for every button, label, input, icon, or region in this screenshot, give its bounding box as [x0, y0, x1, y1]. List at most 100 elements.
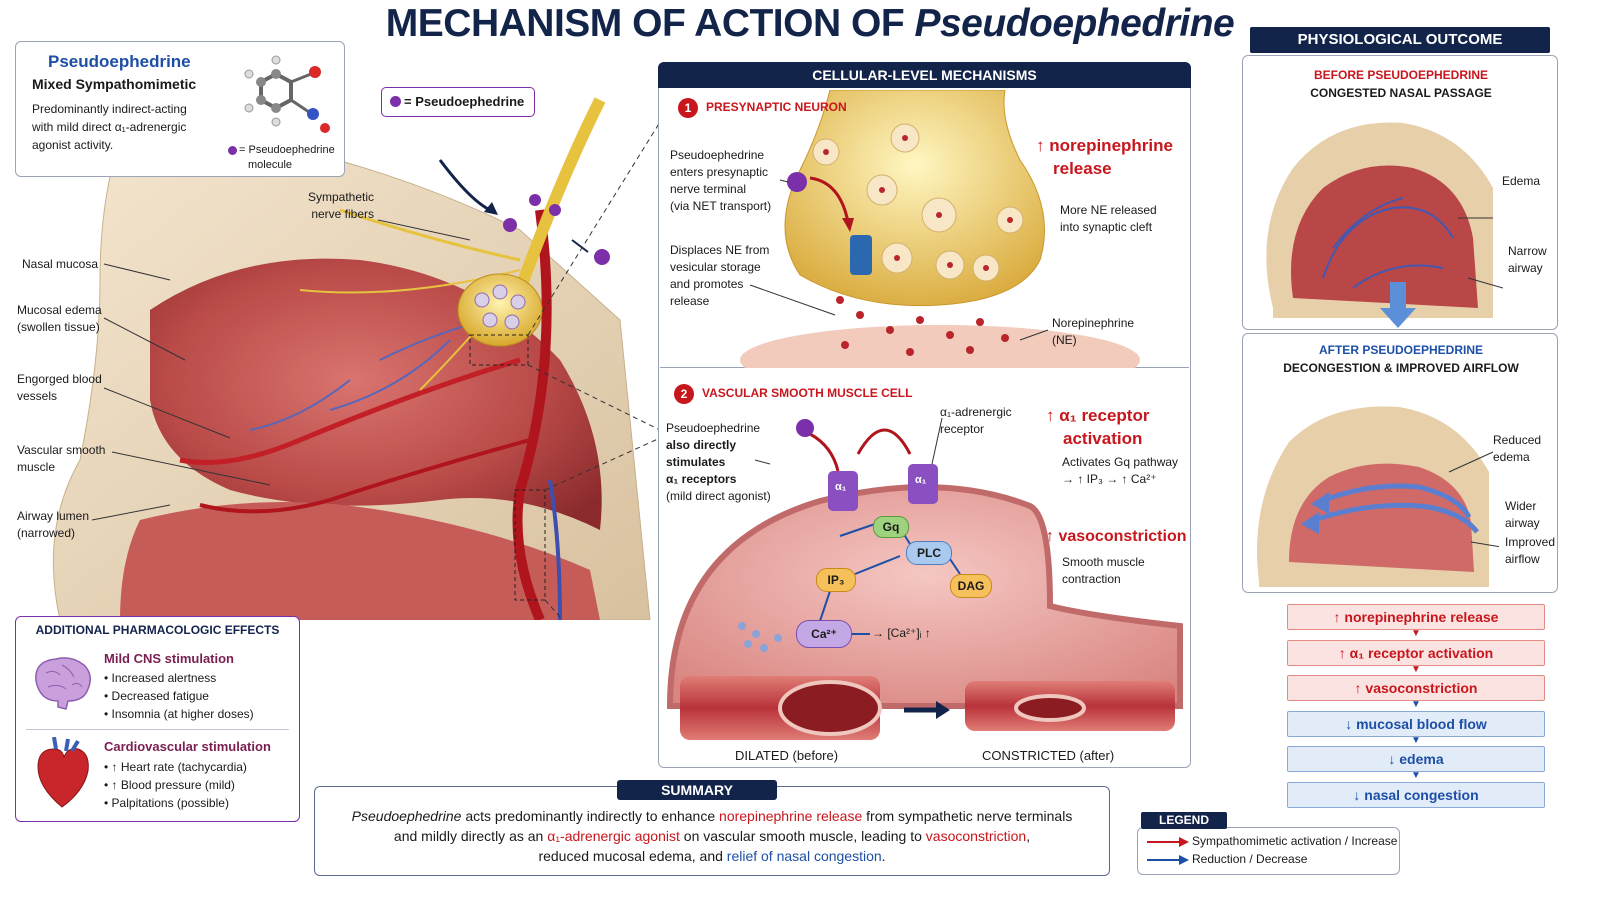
flow-arrow-icon: ▼	[1411, 663, 1421, 675]
pseudoephedrine-chip: = Pseudoephedrine	[381, 87, 535, 117]
ca-out-label: → [Ca²⁺]ᵢ ↑	[872, 626, 931, 640]
drug-desc-1: Predominantly indirect-acting	[32, 102, 187, 116]
flow-step: ↓ mucosal blood flow	[1287, 710, 1545, 737]
vasoconstriction-effect: ↑ vasoconstriction	[1046, 528, 1187, 545]
arrow-up-icon: ↑	[1046, 406, 1060, 425]
cns-title: Mild CNS stimulation	[104, 651, 234, 666]
legend-down-label: Reduction / Decrease	[1192, 852, 1308, 866]
dilated-label: DILATED (before)	[735, 748, 839, 763]
flow-step: ↓ nasal congestion	[1287, 781, 1545, 808]
ne-release-effect: ↑ norepinephrine release	[1036, 136, 1173, 178]
brain-icon	[35, 657, 91, 710]
drug-desc-3: agonist activity.	[32, 138, 114, 152]
legend-header: LEGEND	[1141, 812, 1227, 829]
receptor-b-label: α₁	[915, 474, 927, 486]
nasal-anatomy-illustration	[52, 97, 660, 620]
node-gq: Gq	[873, 516, 909, 538]
node-ca: Ca²⁺	[796, 620, 852, 648]
page-title-drug: Pseudoephedrine	[914, 2, 1235, 45]
receptor-a-label: α₁	[835, 481, 847, 493]
cv-title: Cardiovascular stimulation	[104, 739, 271, 754]
page-title: MECHANISM OF ACTION OF Pseudoephedrine	[330, 2, 1290, 46]
legend-blue-arrow-icon	[1147, 855, 1189, 865]
cellular-header: CELLULAR-LEVEL MECHANISMS	[658, 62, 1191, 88]
molecule-key-2: molecule	[248, 159, 293, 171]
step-2-badge: 2	[674, 384, 694, 404]
node-plc: PLC	[906, 541, 952, 565]
node-ip3: IP₃	[816, 568, 856, 592]
flow-arrow-icon: ▼	[1411, 699, 1421, 710]
node-dag: DAG	[950, 574, 992, 598]
after-sub: DECONGESTION & IMPROVED AIRFLOW	[1283, 361, 1519, 375]
outcome-header: PHYSIOLOGICAL OUTCOME	[1250, 27, 1550, 53]
flow-step: ↑ norepinephrine release	[1287, 604, 1545, 630]
ne-label: Norepinephrine(NE)	[1052, 316, 1135, 347]
chip-label: = Pseudoephedrine	[404, 94, 525, 109]
arrow-up-icon: ↑	[1046, 528, 1059, 545]
label-nasal-mucosa: Nasal mucosa	[22, 257, 99, 271]
molecule-dot-icon	[390, 96, 401, 107]
cns-list: • Increased alertness • Decreased fatigu…	[104, 669, 254, 723]
drug-class: Mixed Sympathomimetic	[32, 76, 197, 92]
summary-header: SUMMARY	[617, 780, 777, 800]
flow-arrow-icon: ▼	[1411, 734, 1421, 746]
flow-arrow-icon: ▼	[1411, 770, 1421, 781]
molecule-key: = Pseudoephedrine	[239, 144, 335, 156]
edema-label: Edema	[1502, 174, 1541, 188]
gq-pathway-text: Activates Gq pathway→ ↑ IP₃ → ↑ Ca²⁺	[1062, 455, 1179, 486]
flow-step: ↓ edema	[1287, 746, 1545, 772]
down-arrow-icon	[1380, 282, 1416, 328]
flow-arrow-icon: ▼	[1411, 628, 1421, 639]
after-title: AFTER PSEUDOEPHEDRINE	[1318, 343, 1484, 357]
legend-up-label: Sympathomimetic activation / Increase	[1192, 834, 1398, 848]
molecule-structure-icon	[244, 55, 330, 133]
vsm-section: 2 VASCULAR SMOOTH MUSCLE CELL Pseudoephe…	[660, 376, 1189, 766]
step-1-badge: 1	[678, 98, 698, 118]
list-item: • Insomnia (at higher doses)	[104, 707, 254, 721]
before-sub: CONGESTED NASAL PASSAGE	[1310, 86, 1492, 100]
before-title: BEFORE PSEUDOEPHEDRINE	[1313, 68, 1489, 82]
alpha-activation-effect: ↑ α₁ receptor activation	[1046, 406, 1150, 448]
drug-name: Pseudoephedrine	[48, 52, 191, 71]
additional-effects-panel: ADDITIONAL PHARMACOLOGIC EFFECTS Mild CN…	[15, 616, 300, 822]
presynaptic-illustration	[740, 90, 1140, 368]
list-item: • Decreased fatigue	[104, 689, 209, 703]
list-item: • ↑ Heart rate (tachycardia)	[104, 760, 247, 774]
after-nose-illustration	[1257, 406, 1499, 587]
list-item: • Palpitations (possible)	[104, 796, 229, 810]
label-airway-lumen: Airway lumen(narrowed)	[17, 509, 90, 540]
arrow-up-icon: ↑	[1036, 136, 1050, 155]
vsm-title: VASCULAR SMOOTH MUSCLE CELL	[702, 386, 913, 400]
list-item: • ↑ Blood pressure (mild)	[104, 778, 235, 792]
summary-text: Pseudoephedrine acts predominantly indir…	[351, 808, 1073, 864]
drug-card: Pseudoephedrine Mixed Sympathomimetic Pr…	[15, 41, 345, 177]
before-nose-illustration	[1266, 122, 1503, 318]
flow-step: ↑ vasoconstriction	[1287, 675, 1545, 701]
label-mucosal-edema: Mucosal edema(swollen tissue)	[17, 303, 102, 334]
constricted-label: CONSTRICTED (after)	[982, 748, 1115, 763]
drug-desc-2: with mild direct α₁-adrenergic	[32, 120, 187, 134]
after-panel: AFTER PSEUDOEPHEDRINE DECONGESTION & IMP…	[1242, 333, 1558, 593]
cv-list: • ↑ Heart rate (tachycardia) • ↑ Blood p…	[104, 758, 247, 812]
page-title-main: MECHANISM OF ACTION OF	[385, 2, 915, 45]
heart-icon	[37, 737, 89, 808]
flow-step: ↑ α₁ receptor activation	[1287, 639, 1545, 666]
additional-effects-header: ADDITIONAL PHARMACOLOGIC EFFECTS	[35, 623, 280, 637]
molecule-dot-icon	[228, 146, 237, 155]
presynaptic-title: PRESYNAPTIC NEURON	[706, 100, 847, 114]
legend-red-arrow-icon	[1147, 837, 1189, 847]
